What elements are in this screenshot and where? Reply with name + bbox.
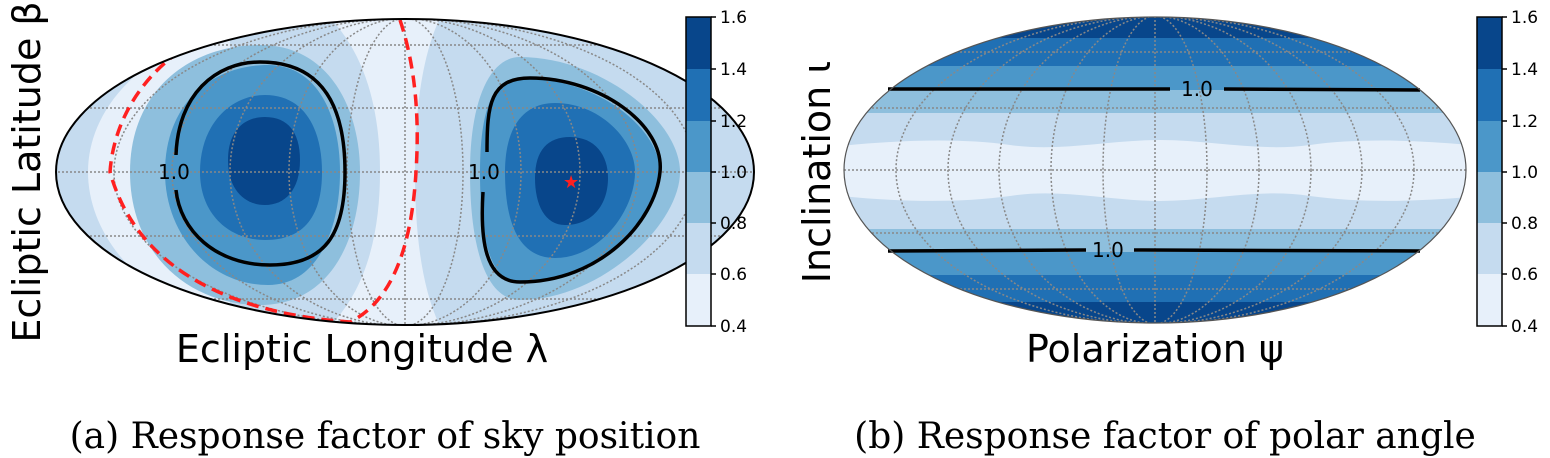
panel-a: ★ 1.0 1.0 1.6 1.4 1.2 1.0 <box>5 1 755 457</box>
contour-1-0-left <box>174 60 347 267</box>
colorbar-tick: 0.6 <box>720 265 747 285</box>
colorbar-a: 1.6 1.4 1.2 1.0 0.8 0.6 0.4 <box>685 8 747 337</box>
colorbar-tick: 0.8 <box>1511 214 1538 234</box>
caption-b: (b) Response factor of polar angle <box>854 416 1476 457</box>
colorbar-tick: 1.2 <box>720 112 747 132</box>
colorbar-tick: 1.2 <box>1511 112 1538 132</box>
colorbar-tick: 1.4 <box>1511 60 1538 80</box>
contour-label-right: 1.0 <box>468 160 500 184</box>
x-axis-label-b: Polarization ψ <box>1026 327 1284 371</box>
contour-1-0-bottom <box>1133 248 1421 253</box>
heatmap-a: ★ <box>56 19 754 325</box>
y-axis-label-b: Inclination ι <box>795 61 839 283</box>
contour-1-0-right <box>480 76 662 284</box>
colorbar-tick: 1.6 <box>720 8 747 28</box>
contour-1-0-bottom <box>887 248 1087 253</box>
colorbar-tick: 1.6 <box>1511 8 1538 28</box>
y-axis-label-a: Ecliptic Latitude β <box>5 1 49 342</box>
colorbar-tick: 1.4 <box>720 60 747 80</box>
colorbar-tick: 1.0 <box>720 163 747 183</box>
colorbar-b: 1.6 1.4 1.2 1.0 0.8 0.6 0.4 <box>1476 8 1538 337</box>
caption-a: (a) Response factor of sky position <box>70 416 701 457</box>
contour-label-top: 1.0 <box>1181 77 1213 101</box>
colorbar-tick: 0.4 <box>720 317 747 337</box>
colorbar-tick: 1.0 <box>1511 163 1538 183</box>
map-boundary-b <box>843 16 1467 324</box>
colorbar-tick: 0.6 <box>1511 265 1538 285</box>
red-dashed-curve <box>108 19 419 324</box>
colorbar-tick: 0.8 <box>720 214 747 234</box>
panel-b: 1.0 1.0 1.6 1.4 1.2 1.0 0.8 0.6 0.4 <box>795 8 1538 457</box>
contour-1-0-top <box>1223 87 1421 92</box>
contour-label-bottom: 1.0 <box>1092 238 1124 262</box>
colorbar-tick: 0.4 <box>1511 317 1538 337</box>
heatmap-b <box>844 17 1466 323</box>
x-axis-label-a: Ecliptic Longitude λ <box>176 327 548 371</box>
red-star-marker: ★ <box>563 172 579 193</box>
map-boundary-a <box>55 18 755 326</box>
contour-label-left: 1.0 <box>158 160 190 184</box>
